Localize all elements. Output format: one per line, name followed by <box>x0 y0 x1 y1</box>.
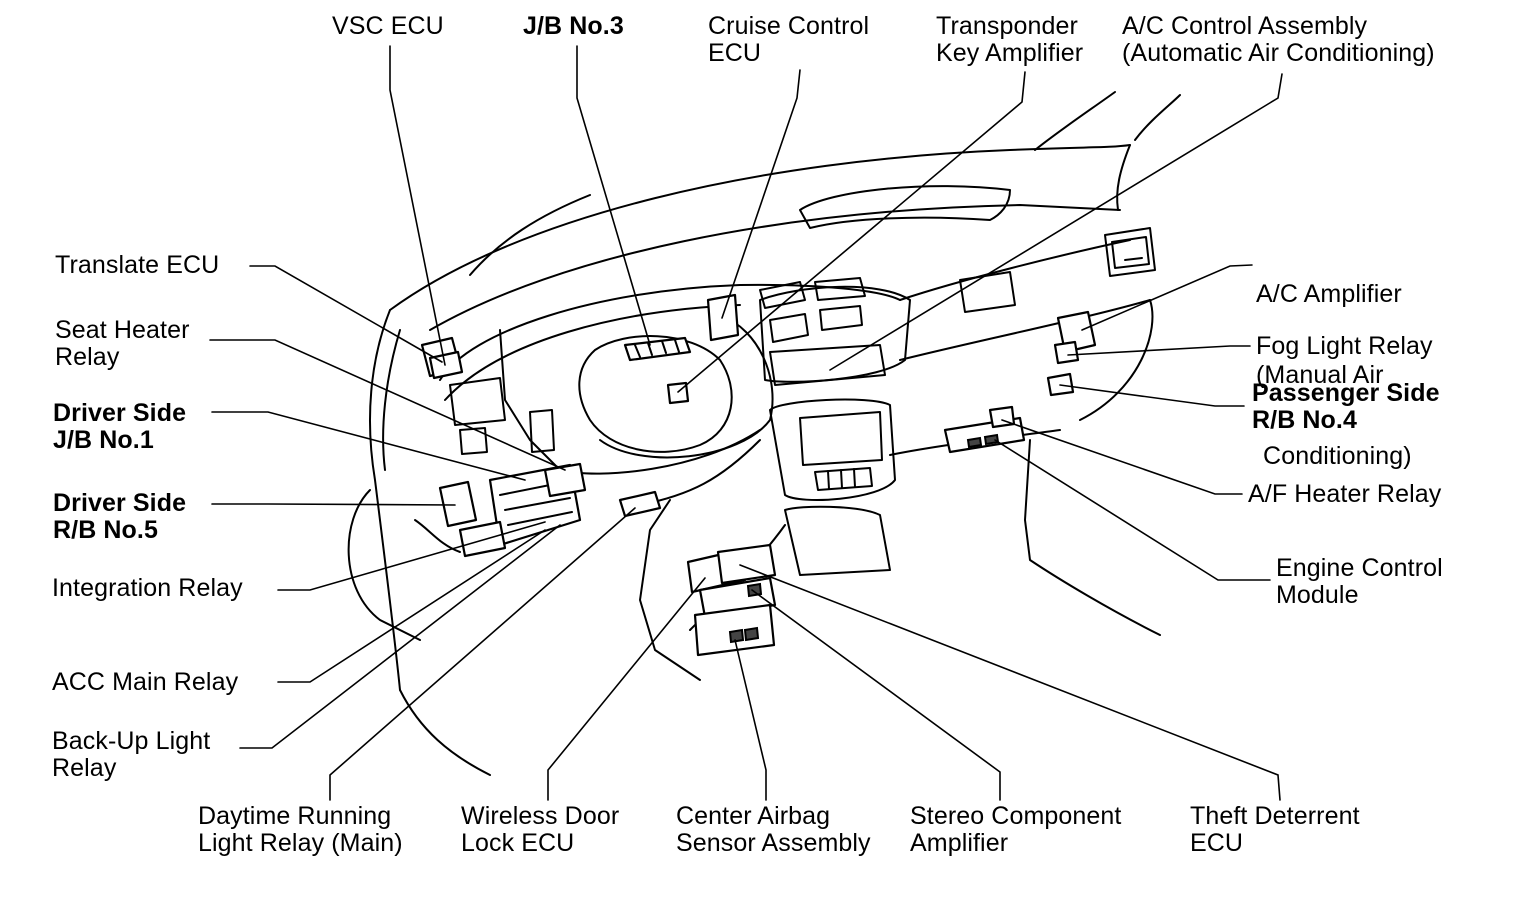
label-ac-control-assembly: A/C Control Assembly (Automatic Air Cond… <box>1122 12 1435 67</box>
label-seat-heater-relay: Seat Heater Relay <box>55 316 190 371</box>
label-theft-deterrent-ecu: Theft Deterrent ECU <box>1190 802 1360 857</box>
leader-backup <box>239 524 561 749</box>
leader-cruise <box>721 69 801 319</box>
label-daytime-running-light-relay: Daytime Running Light Relay (Main) <box>198 802 403 857</box>
label-driver-side-rb-no5: Driver Side R/B No.5 <box>53 489 187 544</box>
label-vsc-ecu: VSC ECU <box>332 12 444 40</box>
label-fog-light-relay: Fog Light Relay <box>1256 332 1433 360</box>
label-back-up-light-relay: Back-Up Light Relay <box>52 727 211 782</box>
leader-ac-control <box>829 73 1283 371</box>
leader-acc-main <box>277 529 546 683</box>
fog-light-relay-part <box>1053 340 1080 365</box>
leader-daytime <box>329 507 636 801</box>
leader-wireless <box>547 577 706 801</box>
label-transponder-key-amplifier: Transponder Key Amplifier <box>936 12 1084 67</box>
dashboard-outline <box>347 91 1181 776</box>
label-stereo-component-amplifier: Stereo Component Amplifier <box>910 802 1122 857</box>
label-af-heater-relay: A/F Heater Relay <box>1248 480 1442 508</box>
leader-stereo <box>751 589 1001 801</box>
label-passenger-side-rb-no4: Passenger Side R/B No.4 <box>1252 379 1440 434</box>
leader-ac-amp <box>1081 264 1253 331</box>
label-jb-no3: J/B No.3 <box>523 12 624 40</box>
label-engine-control-module: Engine Control Module <box>1276 554 1443 609</box>
leader-airbag <box>734 639 767 801</box>
label-acc-main-relay: ACC Main Relay <box>52 668 239 696</box>
leader-passenger-rb <box>1059 384 1245 407</box>
label-integration-relay: Integration Relay <box>52 574 243 602</box>
leader-vsc-ecu <box>389 45 446 366</box>
leader-rb-no5 <box>211 503 456 506</box>
ac-amplifier-part <box>1056 310 1097 354</box>
leader-af-heater <box>1001 419 1243 495</box>
center-airbag-part <box>693 603 776 657</box>
leader-translate <box>249 265 443 363</box>
leader-fog <box>1067 345 1251 356</box>
label-ac-amplifier: A/C Amplifier (Manual Air Conditioning) <box>1256 280 1412 470</box>
leader-lines <box>209 45 1283 801</box>
label-driver-side-jb-no1: Driver Side J/B No.1 <box>53 399 187 454</box>
leader-jb-no1 <box>211 411 526 481</box>
label-center-airbag-sensor: Center Airbag Sensor Assembly <box>676 802 871 857</box>
label-wireless-door-lock-ecu: Wireless Door Lock ECU <box>461 802 620 857</box>
leader-seat-heater <box>209 339 566 471</box>
components <box>414 293 1097 657</box>
leader-transponder <box>677 71 1026 393</box>
leader-ecm <box>994 439 1271 581</box>
label-translate-ecu: Translate ECU <box>55 251 220 279</box>
translate-ecu-part <box>428 350 464 380</box>
leader-integration <box>277 521 546 591</box>
jb-no3-part <box>623 336 692 362</box>
leader-jb-no3 <box>576 45 651 346</box>
leader-theft <box>739 564 1281 801</box>
label-cruise-control-ecu: Cruise Control ECU <box>708 12 870 67</box>
